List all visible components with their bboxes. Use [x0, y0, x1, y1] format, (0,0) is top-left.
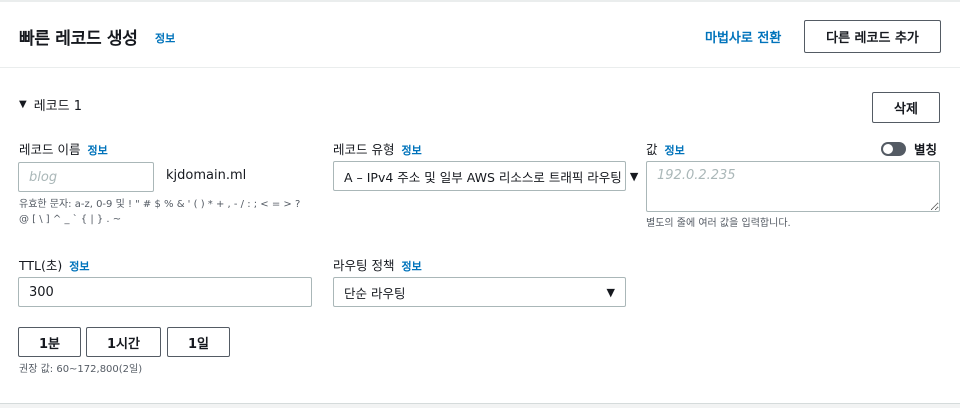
record-type-label-group: 레코드 유형 정보 — [333, 139, 422, 158]
ttl-input[interactable] — [18, 277, 312, 307]
value-label: 값 — [646, 142, 658, 157]
routing-policy-info-link[interactable]: 정보 — [401, 260, 422, 273]
panel-header: 빠른 레코드 생성 정보 마법사로 전환 다른 레코드 추가 — [0, 2, 960, 68]
record-name-hint-line-1: 유효한 문자: a-z, 0-9 및 ! " # $ % & ' ( ) * +… — [19, 199, 301, 210]
record-type-selected: A – IPv4 주소 및 일부 AWS 리소스로 트래픽 라우팅 — [344, 169, 622, 185]
add-another-record-button[interactable]: 다른 레코드 추가 — [804, 20, 941, 53]
title-info-link[interactable]: 정보 — [155, 32, 176, 45]
toggle-knob — [883, 143, 893, 154]
ttl-label: TTL(초) — [19, 258, 63, 273]
ttl-1-minute-button[interactable]: 1분 — [18, 327, 81, 357]
routing-policy-select[interactable]: 단순 라우팅 ▼ — [333, 277, 626, 307]
ttl-1-hour-button[interactable]: 1시간 — [86, 327, 161, 357]
ttl-1-day-button[interactable]: 1일 — [167, 327, 230, 357]
routing-policy-label: 라우팅 정책 — [333, 258, 395, 273]
ttl-info-link[interactable]: 정보 — [69, 260, 90, 273]
caret-down-icon: ▼ — [19, 99, 27, 110]
switch-to-wizard-link[interactable]: 마법사로 전환 — [705, 31, 782, 46]
alias-toggle[interactable]: 별칭 — [881, 139, 937, 158]
record-name-input[interactable] — [18, 162, 154, 192]
record-name-hint: 유효한 문자: a-z, 0-9 및 ! " # $ % & ' ( ) * +… — [19, 197, 300, 227]
value-info-link[interactable]: 정보 — [664, 144, 685, 157]
record-type-label: 레코드 유형 — [333, 142, 395, 157]
record-1-expander[interactable]: ▼ 레코드 1 — [19, 95, 82, 114]
value-label-group: 값 정보 — [646, 139, 685, 158]
record-name-info-link[interactable]: 정보 — [87, 144, 108, 157]
domain-suffix: kjdomain.ml — [166, 168, 247, 183]
record-1-label: 레코드 1 — [33, 99, 82, 114]
ttl-label-group: TTL(초) 정보 — [19, 255, 90, 274]
routing-policy-label-group: 라우팅 정책 정보 — [333, 255, 422, 274]
record-type-info-link[interactable]: 정보 — [401, 144, 422, 157]
record-name-label: 레코드 이름 — [19, 142, 81, 157]
routing-policy-selected: 단순 라우팅 — [344, 285, 406, 301]
toggle-switch-icon[interactable] — [881, 141, 906, 156]
ttl-hint: 권장 값: 60~172,800(2일) — [19, 364, 143, 375]
record-type-select[interactable]: A – IPv4 주소 및 일부 AWS 리소스로 트래픽 라우팅 ▼ — [333, 161, 638, 191]
record-name-hint-line-2: @ [ \ ] ^ _ ` { | } . ~ — [19, 214, 122, 225]
record-name-label-group: 레코드 이름 정보 — [19, 139, 108, 158]
page-title: 빠른 레코드 생성 — [19, 29, 138, 49]
alias-label: 별칭 — [914, 142, 938, 157]
value-textarea[interactable] — [646, 161, 940, 212]
delete-record-button[interactable]: 삭제 — [872, 92, 940, 123]
triangle-down-icon: ▼ — [606, 285, 615, 299]
value-hint: 별도의 줄에 여러 값을 입력합니다. — [646, 218, 791, 229]
triangle-down-icon: ▼ — [629, 169, 639, 183]
